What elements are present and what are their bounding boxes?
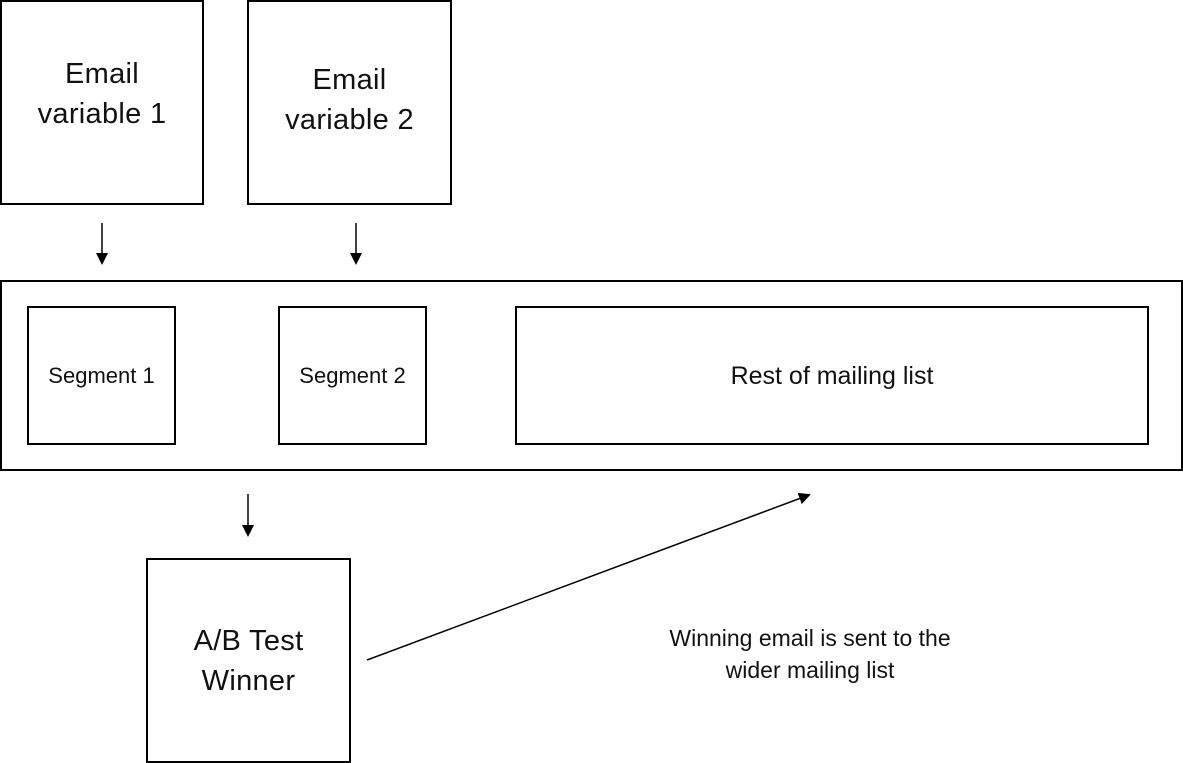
email-variable-1-label: Email variable 1 (38, 54, 167, 134)
ab-test-winner-line-2: Winner (201, 664, 296, 697)
winning-email-caption: Winning email is sent to the wider maili… (600, 622, 1020, 686)
email-variable-1-box: Email variable 1 (0, 0, 204, 205)
caption-line-2: wider mailing list (725, 657, 895, 683)
ab-test-winner-label: A/B Test Winner (194, 621, 304, 701)
segment-2-label: Segment 2 (299, 362, 406, 388)
caption-line-1: Winning email is sent to the (669, 625, 951, 651)
ab-test-winner-line-1: A/B Test (193, 624, 304, 657)
ab-test-winner-box: A/B Test Winner (146, 558, 351, 763)
email-variable-2-line-1: Email (312, 64, 387, 96)
email-variable-2-line-2: variable 2 (285, 104, 414, 136)
segment-1-label: Segment 1 (48, 362, 155, 388)
email-variable-2-box: Email variable 2 (247, 0, 452, 205)
email-variable-1-line-1: Email (64, 57, 139, 90)
rest-of-mailing-list-label: Rest of mailing list (730, 361, 934, 390)
segment-1-box: Segment 1 (27, 306, 176, 445)
email-variable-1-line-2: variable 1 (37, 97, 167, 130)
segment-2-box: Segment 2 (278, 306, 427, 445)
rest-of-mailing-list-box: Rest of mailing list (515, 306, 1149, 445)
email-variable-2-label: Email variable 2 (285, 60, 414, 140)
